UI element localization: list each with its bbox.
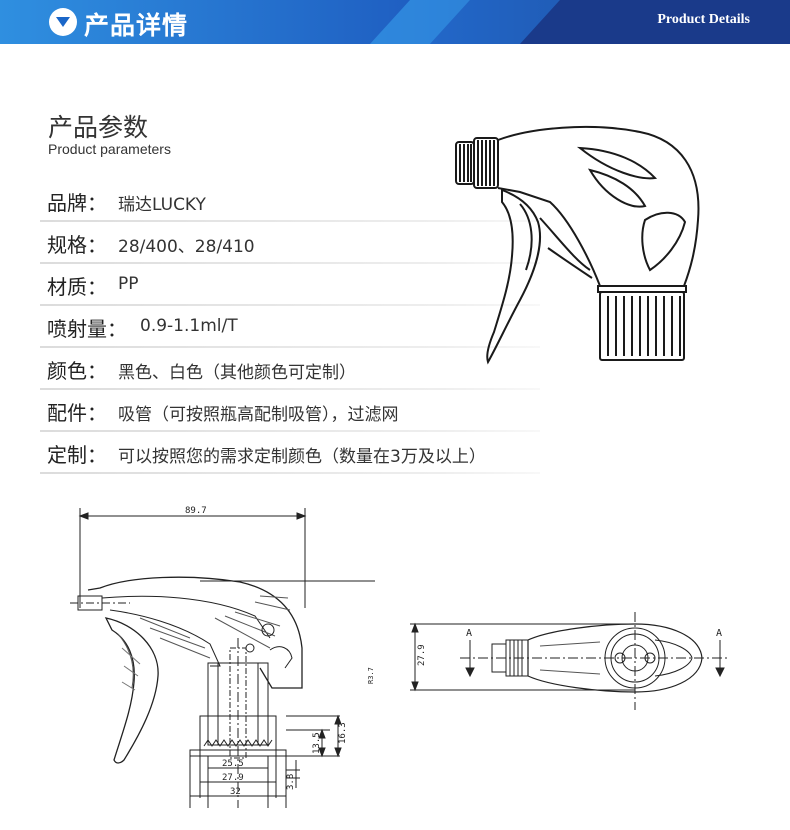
header-banner: 产品详情 Product Details bbox=[0, 0, 790, 44]
dim-h2: 16.3 bbox=[338, 722, 348, 744]
param-value: 可以按照您的需求定制颜色（数量在3万及以上） bbox=[118, 447, 486, 467]
section-title: 产品参数 bbox=[48, 113, 149, 142]
section-marker-right: A bbox=[716, 628, 722, 639]
param-value: 0.9-1.1ml/T bbox=[140, 316, 238, 336]
chevron-down-icon bbox=[49, 8, 77, 36]
technical-drawing-top: 27.9 A A bbox=[400, 600, 730, 724]
param-row-brand: 品牌： 瑞达LUCKY bbox=[40, 180, 540, 222]
param-value: 瑞达LUCKY bbox=[118, 195, 206, 215]
param-row-output: 喷射量： 0.9-1.1ml/T bbox=[40, 306, 540, 348]
technical-drawing-side: 89.7 13.5 bbox=[40, 498, 390, 822]
header-background bbox=[0, 0, 790, 44]
header-title: 产品详情 bbox=[84, 11, 189, 40]
param-label: 喷射量： bbox=[47, 317, 127, 341]
param-label: 品牌： bbox=[47, 191, 107, 215]
divider bbox=[40, 220, 540, 222]
divider bbox=[40, 388, 540, 390]
param-label: 材质： bbox=[47, 275, 107, 299]
param-label: 定制： bbox=[47, 443, 107, 467]
dim-d1: 25.5 bbox=[222, 759, 244, 769]
param-row-accessory: 配件： 吸管（可按照瓶高配制吸管），过滤网 bbox=[40, 390, 540, 432]
param-value: PP bbox=[118, 274, 139, 294]
param-value: 黑色、白色（其他颜色可定制） bbox=[118, 363, 356, 383]
dim-d2: 27.9 bbox=[222, 773, 244, 783]
divider bbox=[40, 430, 540, 432]
dim-h3: 3.8 bbox=[286, 774, 296, 790]
param-label: 规格： bbox=[47, 233, 107, 257]
param-row-custom: 定制： 可以按照您的需求定制颜色（数量在3万及以上） bbox=[40, 432, 540, 474]
dim-d3: 32 bbox=[230, 787, 241, 797]
section-marker-left: A bbox=[466, 628, 472, 639]
header-subtitle: Product Details bbox=[657, 12, 750, 27]
dim-width: 89.7 bbox=[185, 506, 207, 516]
dim-radius: R3.7 bbox=[367, 667, 375, 684]
divider bbox=[40, 346, 540, 348]
divider bbox=[40, 472, 540, 474]
param-label: 颜色： bbox=[47, 359, 107, 383]
param-row-spec: 规格： 28/400、28/410 bbox=[40, 222, 540, 264]
trigger-sprayer-illustration bbox=[440, 110, 710, 379]
param-value: 28/400、28/410 bbox=[118, 237, 255, 257]
divider bbox=[40, 262, 540, 264]
param-value: 吸管（可按照瓶高配制吸管），过滤网 bbox=[118, 405, 399, 425]
param-row-color: 颜色： 黑色、白色（其他颜色可定制） bbox=[40, 348, 540, 390]
section-subtitle: Product parameters bbox=[48, 141, 171, 157]
divider bbox=[40, 304, 540, 306]
param-row-material: 材质： PP bbox=[40, 264, 540, 306]
dim-h1: 13.5 bbox=[312, 732, 322, 754]
param-label: 配件： bbox=[47, 401, 107, 425]
dim-side: 27.9 bbox=[417, 644, 427, 666]
